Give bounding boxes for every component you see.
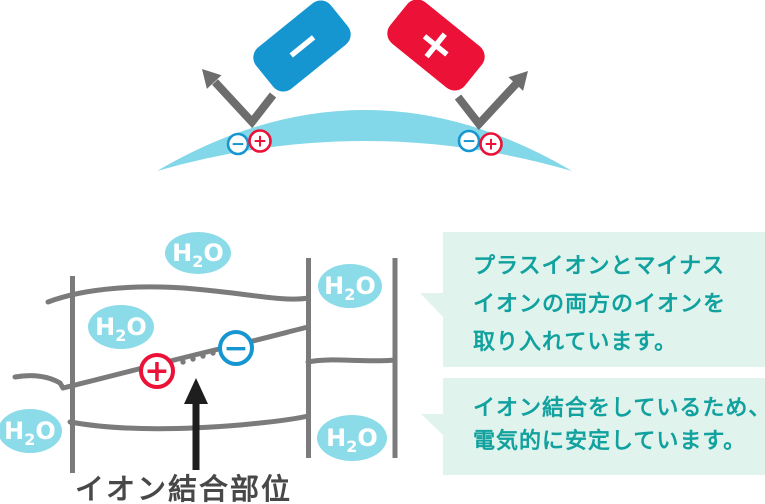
h2o-bubble: H2O: [318, 264, 382, 308]
bounce-arrow-right-head-icon: [508, 71, 528, 91]
polymer-chain-middle-stub: [12, 373, 66, 391]
h2o-label: H2O: [324, 272, 376, 304]
callout-text-line: 電気的に安定しています。: [473, 428, 747, 453]
membrane-band: [157, 110, 572, 171]
h2o-bubble: H2O: [165, 232, 231, 274]
plus-ion-outline: [139, 353, 175, 389]
plus-ion-symbol: +: [144, 354, 169, 389]
bond-pointer-shaft: [192, 402, 200, 470]
h2o-label: H2O: [4, 417, 56, 449]
bounce-arrow-right-line: [454, 81, 519, 131]
surface-plus-circle: [248, 129, 272, 153]
h2o-label: H2O: [95, 313, 147, 345]
ionic-bond-diagram: H2O H2O H2O H2O H2O +: [0, 232, 398, 504]
bond-dot: [210, 350, 216, 356]
surface-plus-circle: [479, 132, 503, 156]
minus-ion-symbol: −: [223, 331, 248, 366]
bounce-arrow-left: [202, 69, 277, 129]
plus-ion-block-shape: [387, 0, 485, 91]
h2o-oval: [317, 415, 387, 461]
surface-ion-pair-left: − +: [226, 129, 272, 156]
h2o-label: H2O: [326, 424, 378, 456]
ion-repulsion-illustration: − + − + − +: [157, 0, 572, 171]
polymer-chain-bottom: [67, 413, 311, 432]
minus-ion-block-shape: [253, 0, 351, 92]
minus-ion-block: −: [253, 0, 351, 92]
bond-site-label: イオン結合部位: [75, 472, 292, 504]
bounce-arrow-right: [454, 71, 528, 131]
h2o-oval: [165, 232, 231, 274]
h2o-label: H2O: [172, 239, 224, 271]
surface-plus-symbol: +: [484, 135, 498, 155]
h2o-oval: [88, 305, 154, 349]
h2o-bubble: H2O: [0, 409, 62, 453]
surface-minus-circle: [226, 132, 250, 156]
h2o-bubble: H2O: [317, 415, 387, 461]
bond-dot: [180, 359, 186, 365]
bounce-arrow-left-head-icon: [202, 69, 222, 89]
surface-minus-symbol: −: [231, 135, 245, 155]
minus-ion-outline: [218, 330, 254, 366]
surface-minus-circle: [457, 129, 481, 153]
minus-ion-circle: −: [218, 330, 254, 366]
surface-plus-symbol: +: [253, 132, 267, 152]
plus-ion-circle: +: [139, 353, 175, 389]
callout-text-line: 取り入れています。: [473, 329, 678, 354]
bond-pointer-arrow: [184, 378, 208, 470]
callout-electrical-stability: イオン結合をしているため、 電気的に安定しています。: [421, 378, 765, 475]
polymer-chain-top: [45, 284, 311, 305]
bond-pointer-arrowhead-icon: [184, 378, 208, 404]
bond-dot: [200, 353, 206, 359]
callout-ion-intake: プラスイオンとマイナス イオンの両方のイオンを 取り入れています。: [420, 232, 765, 367]
callout-text-line: イオンの両方のイオンを: [473, 291, 727, 316]
surface-ion-pair-right: − +: [457, 129, 503, 156]
h2o-oval: [0, 409, 62, 453]
polymer-chain-connector: [305, 357, 398, 365]
plus-ion-block: +: [387, 0, 485, 91]
surface-minus-symbol: −: [462, 132, 476, 152]
ionic-bond-dots: [180, 350, 216, 365]
h2o-bubble: H2O: [88, 305, 154, 349]
h2o-oval: [318, 264, 382, 308]
bond-dot: [190, 356, 196, 362]
callout-text-line: プラスイオンとマイナス: [473, 253, 726, 278]
callout-text-line: イオン結合をしているため、: [473, 395, 765, 420]
bounce-arrow-left-line: [212, 79, 277, 129]
